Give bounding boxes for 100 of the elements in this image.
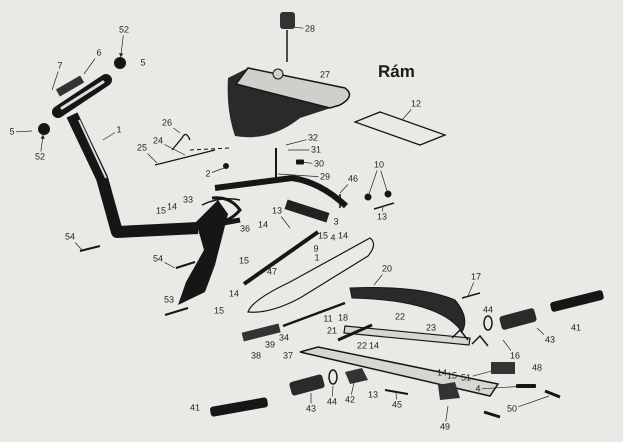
callout-number: 16 <box>510 352 520 360</box>
callout-number: 9 <box>314 244 318 254</box>
callout-number: 28 <box>305 24 315 34</box>
callout-number: 46 <box>348 174 358 184</box>
callout-number: 25 <box>137 144 147 152</box>
callout-number: 22 <box>357 342 367 350</box>
callout-number: 15 <box>239 256 249 266</box>
callout-number: 13 <box>368 390 378 400</box>
callout-number: 2 <box>206 170 210 178</box>
callout-number: 4 <box>330 234 336 242</box>
bolt <box>296 160 304 164</box>
callout-number: 52 <box>35 152 45 162</box>
callout-number: 30 <box>314 160 324 168</box>
diagram-title: Rám <box>378 63 415 80</box>
callout-number: 47 <box>267 268 277 276</box>
leader-line <box>278 174 319 177</box>
leader-line <box>84 58 96 74</box>
callout-number: 39 <box>265 340 275 350</box>
leader-line <box>518 396 550 408</box>
leader-line <box>52 71 59 90</box>
callout-number: 54 <box>153 254 163 264</box>
callout-number: 23 <box>426 324 436 332</box>
leader-line <box>472 370 492 377</box>
callout-number: 32 <box>308 134 318 142</box>
callout-number: 45 <box>392 400 402 410</box>
leader-line <box>286 139 307 146</box>
nut <box>364 194 372 200</box>
callout-number: 34 <box>279 334 289 342</box>
leader-line <box>350 382 354 395</box>
callout-number: 4 <box>476 384 480 394</box>
callout-number: 36 <box>240 224 250 234</box>
callout-number: 1 <box>314 254 320 262</box>
leader-line <box>74 242 82 250</box>
callout-number: 13 <box>272 206 282 216</box>
callout-number: 14 <box>167 202 177 212</box>
callout-number: 43 <box>306 404 316 414</box>
callout-number: 20 <box>382 264 392 274</box>
leader-line <box>310 392 312 404</box>
nut <box>38 123 50 135</box>
callout-number: 15 <box>214 306 224 316</box>
leader-line <box>164 262 176 268</box>
callout-number: 11 <box>323 314 333 324</box>
callout-number: 14 <box>338 232 348 240</box>
leader-line <box>468 282 474 296</box>
callout-number: 7 <box>58 62 62 70</box>
callout-number: 21 <box>327 326 337 336</box>
callout-number: 41 <box>571 324 581 332</box>
callout-number: 54 <box>65 232 75 242</box>
callout-number: 3 <box>334 218 338 226</box>
leader-line <box>445 406 448 422</box>
leader-line <box>502 340 512 351</box>
callout-number: 53 <box>164 296 174 304</box>
callout-number: 50 <box>507 404 517 414</box>
leader-line <box>212 168 224 173</box>
leader-line <box>40 134 45 152</box>
callout-number: 17 <box>471 272 481 282</box>
callout-number: 1 <box>116 126 122 134</box>
callout-number: 44 <box>483 306 493 314</box>
bolt <box>516 384 536 388</box>
callout-number: 43 <box>545 336 555 344</box>
bracket <box>491 362 515 374</box>
leader-line <box>102 132 116 140</box>
callout-number: 26 <box>162 118 172 128</box>
callout-number: 24 <box>153 136 163 146</box>
nut <box>384 190 392 198</box>
nut <box>114 57 126 69</box>
callout-number: 29 <box>320 172 330 182</box>
leader-line <box>280 216 290 228</box>
callout-number: 44 <box>327 398 337 406</box>
callout-number: 48 <box>532 364 542 372</box>
leader-line <box>536 328 544 335</box>
leader-line <box>382 206 384 212</box>
callout-number: 12 <box>411 100 421 108</box>
leader-line <box>16 130 32 132</box>
leader-line <box>164 144 186 156</box>
callout-number: 14 <box>229 290 239 298</box>
callout-number: 42 <box>345 396 355 404</box>
callout-number: 52 <box>119 26 129 34</box>
callout-number: 18 <box>338 314 348 322</box>
leader-line <box>482 386 516 390</box>
leader-line <box>173 128 180 134</box>
callout-number: 15 <box>156 206 166 216</box>
callout-number: 37 <box>283 352 293 360</box>
callout-number: 22 <box>395 312 405 322</box>
callout-number: 38 <box>251 352 261 360</box>
callout-number: 5 <box>10 128 14 136</box>
leader-line <box>374 274 383 286</box>
callout-number: 10 <box>374 160 384 170</box>
leader-line <box>304 162 313 164</box>
leader-line <box>340 184 348 194</box>
callout-number: 5 <box>140 58 146 68</box>
callout-number: 13 <box>377 212 387 222</box>
callout-number: 27 <box>320 70 330 80</box>
callout-number: 33 <box>183 196 193 204</box>
leader-line <box>332 386 334 397</box>
leader-line <box>402 109 412 120</box>
leader-line <box>119 35 124 58</box>
callout-number: 49 <box>440 422 450 432</box>
callout-number: 14 <box>258 220 268 230</box>
callout-number: 31 <box>311 146 321 154</box>
